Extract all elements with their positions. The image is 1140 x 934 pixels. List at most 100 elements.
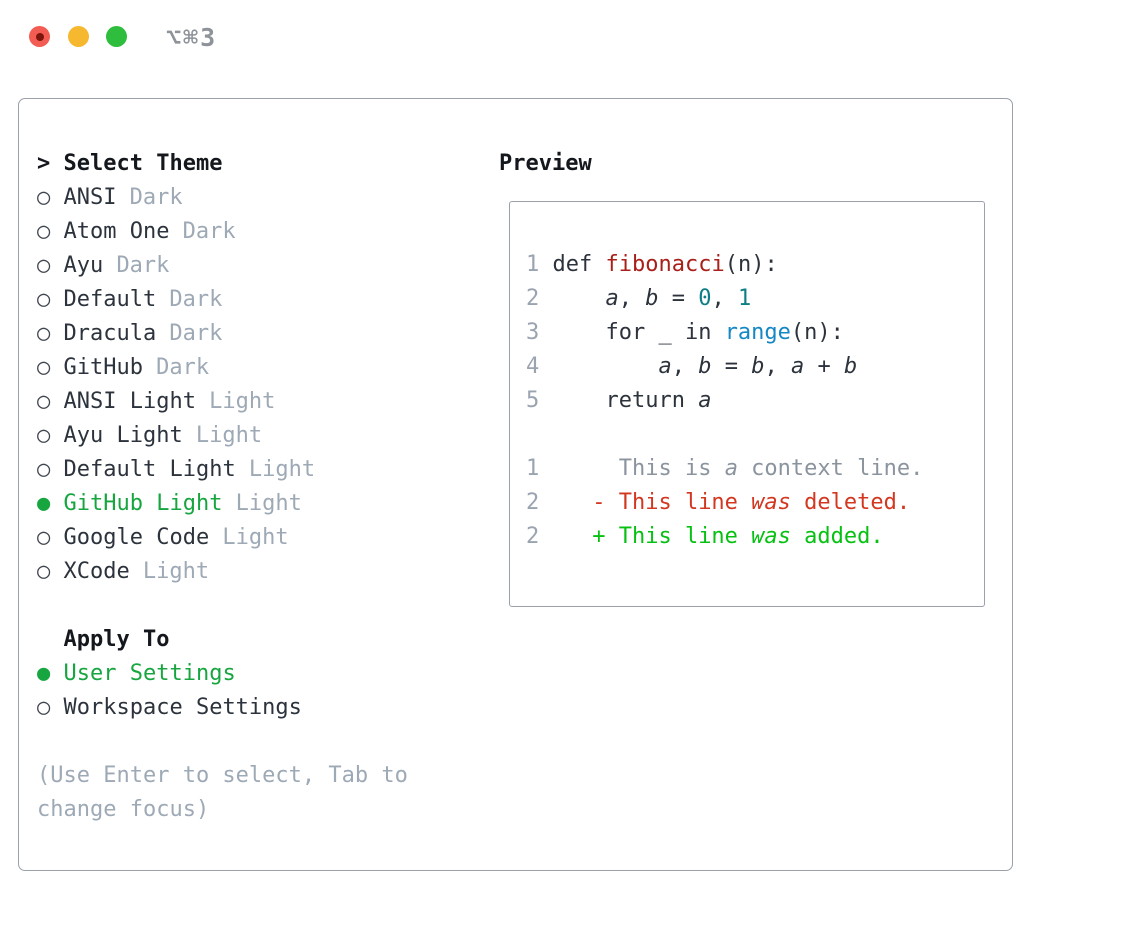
radio-icon: ○ (37, 389, 51, 414)
radio-icon: ○ (37, 287, 51, 312)
code-token: + (804, 354, 844, 379)
theme-name: ANSI Light (63, 389, 196, 414)
window-controls (29, 26, 127, 47)
code-token: a (605, 286, 619, 311)
minimize-button[interactable] (67, 26, 89, 47)
theme-option-ansi-light[interactable]: ○ ANSI Light Light (37, 385, 477, 419)
code-token: + This line (539, 524, 752, 549)
code-token: (n): (724, 252, 778, 277)
theme-name: GitHub Light (63, 491, 223, 516)
theme-variant: Light (209, 389, 276, 414)
close-button[interactable] (29, 26, 50, 47)
preview-line: 2 + This line was added. (526, 520, 972, 554)
line-number: 2 (526, 490, 540, 515)
code-token: was (751, 490, 791, 515)
code-token: (n): (790, 320, 844, 345)
theme-variant: Dark (169, 287, 223, 312)
theme-option-default[interactable]: ○ Default Dark (37, 283, 477, 317)
radio-icon: ○ (37, 321, 51, 346)
code-token: return (539, 388, 699, 413)
theme-name: Google Code (63, 525, 210, 550)
code-token: , (764, 354, 791, 379)
radio-selected-icon: ● (37, 661, 51, 686)
theme-variant: Dark (116, 253, 170, 278)
preview-line: 2 - This line was deleted. (526, 486, 972, 520)
code-token: 0 (698, 286, 712, 311)
code-token: for _ in (539, 320, 725, 345)
code-token: 1 (737, 286, 752, 311)
radio-selected-icon: ● (37, 491, 51, 516)
code-token (539, 286, 605, 311)
radio-icon: ○ (37, 423, 51, 448)
code-token: - This line (539, 490, 752, 515)
preview-header: Preview (499, 151, 592, 176)
preview-line (526, 418, 972, 452)
apply-option-label: User Settings (63, 661, 236, 686)
line-number: 5 (526, 388, 540, 413)
theme-name: XCode (63, 559, 130, 584)
theme-name: GitHub (63, 355, 143, 380)
apply-option-label: Workspace Settings (63, 695, 302, 720)
window-title-shortcut: ⌥⌘3 (166, 22, 218, 52)
code-token: added. (790, 524, 884, 549)
theme-name: Ayu Light (63, 423, 183, 448)
radio-icon: ○ (37, 457, 51, 482)
code-token: b (645, 286, 659, 311)
window-titlebar: ⌥⌘3 (0, 0, 1140, 74)
preview-line: 1 def fibonacci(n): (526, 248, 972, 282)
theme-variant: Light (142, 559, 210, 584)
line-number: 2 (526, 524, 540, 549)
code-token: = (711, 354, 752, 379)
code-token: b (843, 354, 858, 379)
theme-name: ANSI (63, 185, 117, 210)
theme-name: Dracula (63, 321, 157, 346)
theme-name: Default (63, 287, 157, 312)
theme-option-xcode[interactable]: ○ XCode Light (37, 555, 477, 589)
theme-option-github[interactable]: ○ GitHub Dark (37, 351, 477, 385)
preview-pane: 1 def fibonacci(n): 2 a, b = 0, 1 3 for _ … (509, 201, 985, 607)
theme-name: Atom One (63, 219, 170, 244)
radio-icon: ○ (37, 355, 51, 380)
radio-icon: ○ (37, 185, 51, 210)
apply-to-header: Apply To (37, 623, 477, 657)
unsaved-dot-icon (35, 32, 44, 41)
apply-to-list: ● User Settings ○ Workspace Settings (37, 657, 477, 725)
line-number: 1 (526, 456, 540, 481)
code-token: b (698, 354, 712, 379)
theme-variant: Dark (169, 321, 223, 346)
code-token: fibonacci (605, 252, 725, 277)
theme-name: Default Light (63, 457, 236, 482)
theme-option-dracula[interactable]: ○ Dracula Dark (37, 317, 477, 351)
line-number: 3 (526, 320, 540, 345)
code-token: range (724, 320, 791, 345)
spacer (37, 725, 477, 759)
code-token: , (711, 286, 738, 311)
spacer (37, 589, 477, 623)
select-theme-header: >Select Theme (37, 147, 477, 181)
radio-icon: ○ (37, 559, 51, 584)
code-token: context line. (737, 456, 924, 481)
theme-variant: Dark (156, 355, 210, 380)
code-token: = (658, 286, 699, 311)
code-token: , (618, 286, 646, 311)
zoom-button[interactable] (106, 26, 127, 47)
preview-line: 1 This is a context line. (526, 452, 972, 486)
radio-icon: ○ (37, 695, 51, 720)
theme-name: Ayu (63, 253, 104, 278)
apply-option-user-settings[interactable]: ● User Settings (37, 657, 477, 691)
code-token: a (724, 456, 738, 481)
line-number: 2 (526, 286, 540, 311)
help-text: (Use Enter to select, Tab to change focu… (37, 763, 422, 822)
preview-line: 3 for _ in range(n): (526, 316, 972, 350)
apply-option-workspace-settings[interactable]: ○ Workspace Settings (37, 691, 477, 725)
